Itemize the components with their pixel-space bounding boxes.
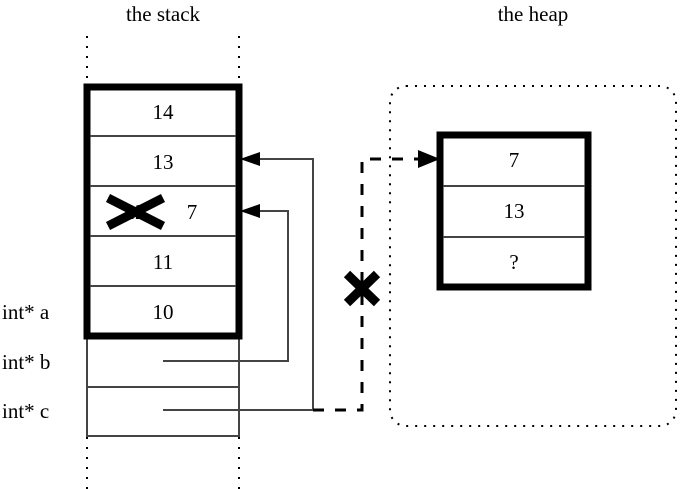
pointer-b-path [163, 204, 289, 362]
heap-main-box [436, 131, 592, 291]
dangling-pointer-arrowhead [418, 150, 440, 168]
struck-value-x-icon [105, 193, 166, 231]
pointer-c-arrowhead [240, 152, 260, 166]
pointer-b-arrowhead [240, 204, 260, 218]
variable-label-b: int* b [2, 350, 51, 374]
broken-pointer-x-icon [343, 270, 381, 307]
stack-cell-10-value: 10 [152, 300, 174, 324]
heap-cell-unknown-value: ? [509, 250, 519, 274]
heap-cell-13-value: 13 [503, 199, 525, 223]
stack-heading: the stack [125, 2, 201, 26]
variable-label-c: int* c [2, 399, 50, 423]
stack-cell-14-value: 14 [152, 100, 174, 124]
stack-main-box [83, 83, 243, 340]
pointer-c-stack-path [163, 152, 314, 411]
stack-cell-11-value: 11 [152, 250, 174, 274]
stack-cell-13-value: 13 [152, 150, 174, 174]
stack-cell-overwritten-old-value: 12 [124, 200, 146, 224]
heap-heading: the heap [497, 2, 569, 26]
heap-cell-7-value: 7 [508, 148, 520, 172]
dangling-pointer-path [313, 150, 440, 412]
variable-label-a: int* a [2, 300, 50, 324]
heap-region-boundary [389, 85, 677, 427]
stack-cell-overwritten-new-value: 7 [186, 200, 198, 224]
